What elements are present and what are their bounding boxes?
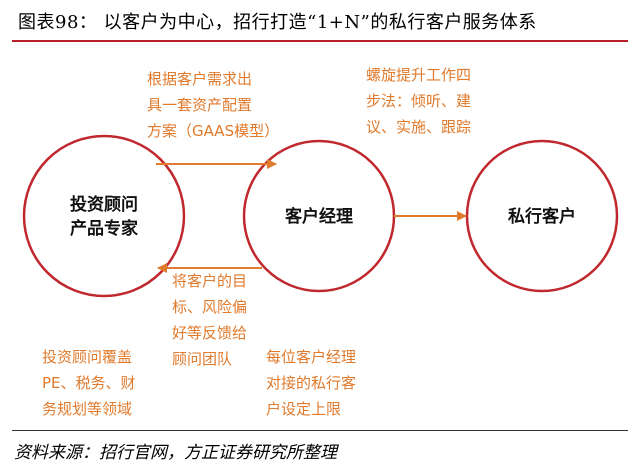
note-top-left: 根据客户需求出 具一套资产配置 方案（GAAS模型） bbox=[147, 66, 279, 144]
note-bottom-right: 每位客户经理 对接的私行客 户设定上限 bbox=[266, 344, 356, 422]
note-line: 投资顾问覆盖 bbox=[42, 348, 133, 366]
title-divider bbox=[12, 40, 628, 42]
node-label-experts-line2: 产品专家 bbox=[70, 218, 138, 239]
note-line: 具一套资产配置 bbox=[147, 96, 253, 114]
note-middle: 将客户的目 标、风险偏 好等反馈给 顾问团队 bbox=[172, 268, 247, 372]
note-line: 好等反馈给 bbox=[172, 324, 248, 342]
node-circle-client bbox=[465, 139, 619, 293]
node-label-experts-line1: 投资顾问 bbox=[70, 194, 138, 215]
note-line: PE、税务、财 bbox=[42, 374, 136, 392]
note-bottom-left: 投资顾问覆盖 PE、税务、财 务规划等领域 bbox=[42, 344, 136, 422]
note-line: 议、实施、跟踪 bbox=[366, 118, 472, 136]
node-label-client: 私行客户 bbox=[508, 206, 576, 227]
note-line: 对接的私行客 bbox=[266, 374, 357, 392]
note-line: 顾问团队 bbox=[172, 350, 233, 368]
note-top-right: 螺旋提升工作四 步法：倾听、建 议、实施、跟踪 bbox=[366, 62, 471, 140]
note-line: 步法：倾听、建 bbox=[366, 92, 472, 110]
source-note: 资料来源：招行官网，方正证券研究所整理 bbox=[14, 443, 337, 463]
note-line: 将客户的目 bbox=[172, 272, 248, 290]
note-line: 户设定上限 bbox=[266, 400, 342, 418]
note-line: 务规划等领域 bbox=[42, 400, 133, 418]
note-line: 每位客户经理 bbox=[266, 348, 357, 366]
note-line: 方案（GAAS模型） bbox=[147, 122, 280, 140]
footer-divider bbox=[12, 430, 628, 431]
note-line: 根据客户需求出 bbox=[147, 70, 253, 88]
node-label-manager: 客户经理 bbox=[284, 206, 353, 227]
node-circle-experts bbox=[22, 134, 186, 298]
figure-title: 图表98： 以客户为中心，招行打造“1+N”的私行客户服务体系 bbox=[18, 12, 537, 33]
note-line: 标、风险偏 bbox=[172, 298, 248, 316]
note-line: 螺旋提升工作四 bbox=[366, 66, 472, 84]
